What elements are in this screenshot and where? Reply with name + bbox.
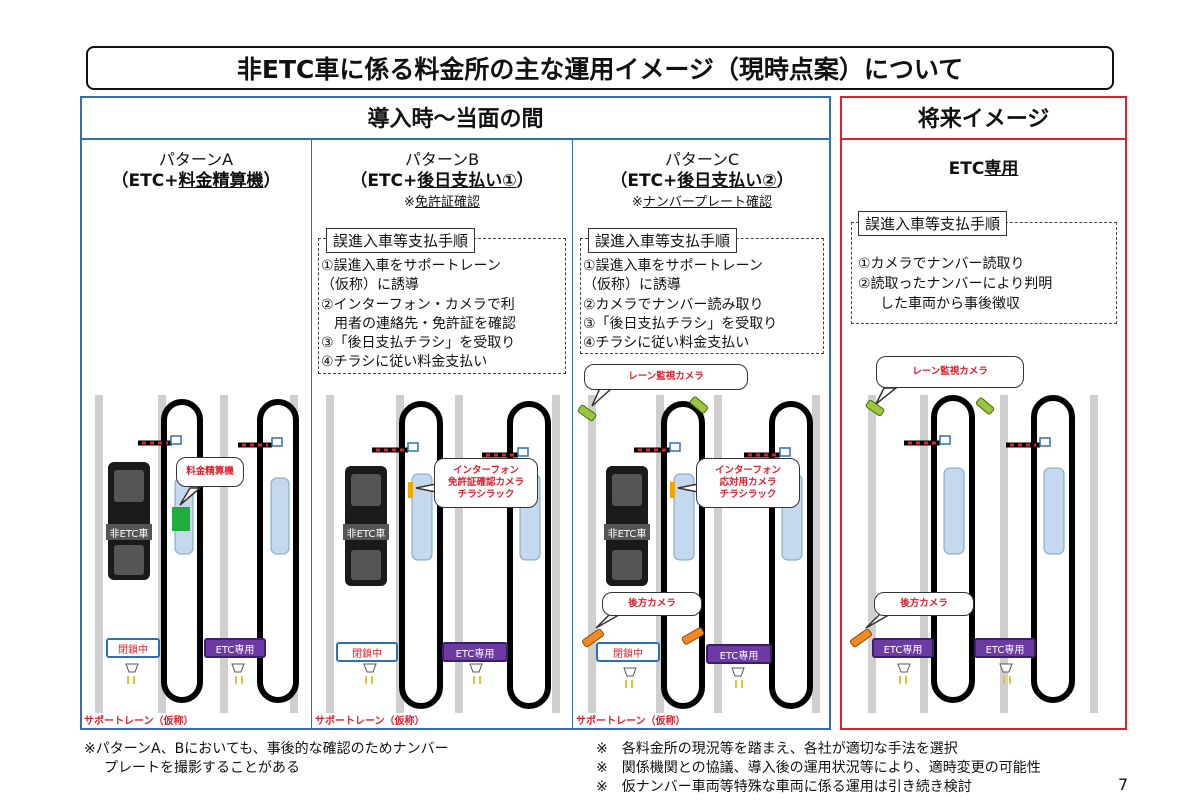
vehicle-label: 非ETC車 (343, 524, 389, 540)
support-lane-label: サポートレーン（仮称） (84, 716, 194, 727)
procedure-c-line: ④チラシに従い料金支払い (583, 335, 750, 351)
pattern-c-note: ※ナンバープレート確認 (631, 195, 773, 210)
footnote-right-line: ※ 関係機関との協議、導入後の運用状況等により、適時変更の可能性 (596, 760, 1041, 776)
procedure-c-line: ②カメラでナンバー読み取り (583, 297, 764, 313)
closed-lane-sign: 閉鎖中 (336, 642, 398, 662)
procedure-b-line: ③「後日支払チラシ」を受取り (321, 335, 516, 351)
pattern-c-title: パターンC (664, 150, 740, 169)
page-number: 7 (1118, 775, 1129, 794)
current-section-frame (80, 96, 831, 730)
vehicle-label: 非ETC車 (604, 524, 650, 540)
rear-camera-icon (581, 628, 605, 648)
procedure-future-line: した車両から事後徴収 (880, 296, 1020, 312)
rear-camera-callout-c: 後方カメラ (602, 592, 702, 616)
pattern-a-diagram (95, 395, 299, 713)
footnote-left-line: ※パターンA、Bにおいても、事後的な確認のためナンバー (84, 741, 449, 757)
pattern-b-title: パターンB (404, 150, 480, 169)
lane-camera-icon (577, 404, 597, 422)
etc-only-sign: ETC専用 (872, 638, 934, 658)
rear-camera-callout-future: 後方カメラ (874, 592, 974, 616)
procedure-future-line: ①カメラでナンバー読取り (858, 256, 1025, 272)
procedure-b-line: ①誤進入車をサポートレーン (321, 258, 501, 274)
pattern-b-note: ※免許証確認 (404, 195, 480, 210)
procedure-title-future: 誤進入車等支払手順 (858, 211, 1008, 236)
etc-only-sign: ETC専用 (974, 638, 1036, 658)
procedure-title-c: 誤進入車等支払手順 (588, 228, 738, 253)
lane-divider (220, 395, 228, 713)
intercom-callout-c: インターフォン応対用カメラチラシラック (696, 458, 800, 508)
procedure-b-line: （仮称）に誘導 (321, 277, 419, 293)
future-title: ETC専用 (948, 159, 1019, 179)
current-section-heading: 導入時〜当面の間 (80, 96, 831, 140)
procedure-b-line: ②インターフォン・カメラで利 (321, 297, 515, 313)
etc-only-sign: ETC専用 (204, 638, 266, 658)
procedure-c-line: ①誤進入車をサポートレーン (583, 258, 763, 274)
payment-machine-callout: 料金精算機 (176, 457, 244, 487)
payment-machine-icon (172, 507, 190, 531)
booth (270, 477, 290, 555)
pattern-b-subtitle: （ETC+後日支払い①） (350, 171, 534, 191)
closed-lane-sign: 閉鎖中 (596, 642, 660, 662)
future-section-frame (840, 96, 1127, 730)
procedure-future-line: ②読取ったナンバーにより判明 (858, 276, 1053, 292)
procedure-b-line: ④チラシに従い料金支払い (321, 354, 488, 370)
future-diagram (849, 395, 1098, 713)
rear-camera-icon (681, 627, 705, 645)
closed-lane-sign: 閉鎖中 (106, 638, 160, 658)
vehicle-label: 非ETC車 (106, 524, 152, 540)
lane-camera-callout-c: レーン監視カメラ (584, 364, 748, 390)
lane-camera-icon (689, 396, 709, 414)
footnote-right-line: ※ 仮ナンバー車両等特殊な車両に係る運用は引き続き検討 (596, 779, 972, 795)
pattern-c-diagram (577, 395, 820, 713)
footnote-right-line: ※ 各料金所の現況等を踏まえ、各社が適切な手法を選択 (596, 741, 958, 757)
procedure-c-line: （仮称）に誘導 (583, 277, 681, 293)
pattern-b-diagram (326, 395, 560, 713)
etc-only-sign: ETC専用 (442, 642, 508, 662)
column-divider-bc (572, 140, 573, 730)
intercom-callout-b: インターフォン免許証確認カメラチラシラック (434, 458, 538, 508)
slide-title: 非ETC車に係る料金所の主な運用イメージ（現時点案）について (86, 46, 1114, 90)
pattern-c-subtitle: （ETC+後日支払い②） (610, 171, 794, 191)
column-divider-ab (311, 140, 312, 730)
etc-only-sign: ETC専用 (706, 644, 772, 664)
pattern-a-subtitle: （ETC+料金精算機） (111, 171, 281, 191)
pattern-a-title: パターンA (158, 150, 234, 169)
lane-camera-callout-future: レーン監視カメラ (876, 356, 1024, 388)
footnote-left-line: プレートを撮影することがある (104, 760, 300, 776)
support-lane-label: サポートレーン（仮称） (315, 716, 425, 727)
procedure-b-line: 用者の連絡先・免許証を確認 (334, 316, 516, 332)
procedure-c-line: ③「後日支払チラシ」を受取り (583, 316, 778, 332)
support-lane-label: サポートレーン（仮称） (576, 716, 686, 727)
future-section-heading: 将来イメージ (840, 96, 1127, 140)
lane-divider (95, 395, 103, 713)
procedure-title-b: 誤進入車等支払手順 (326, 228, 476, 253)
